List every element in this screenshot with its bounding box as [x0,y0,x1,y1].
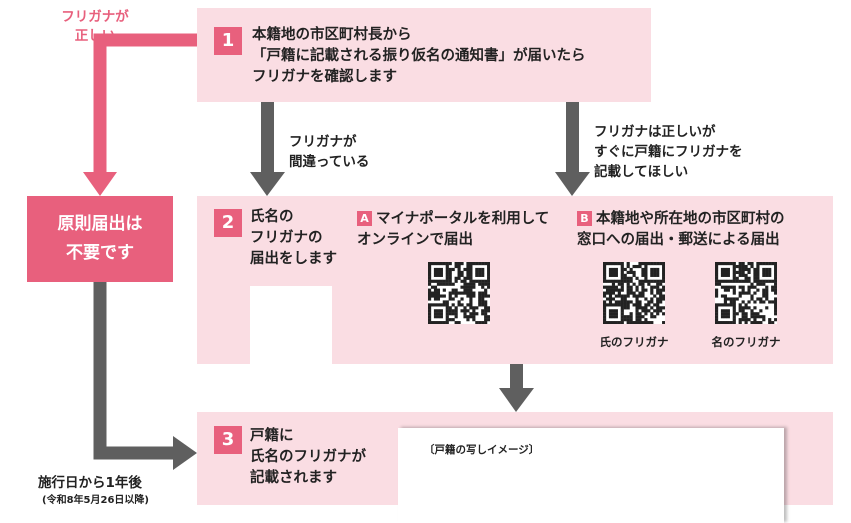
card-caption: 〔戸籍の写しイメージ〕 [424,444,540,456]
correct-note: フリガナが 正しい [61,9,129,44]
arrow-wrong-shaft [261,102,274,174]
arrow-step2-3-shaft [510,364,523,388]
deadline-sub: (令和8年5月26日以降) [42,495,149,506]
step3-text: 戸籍に 氏名のフリガナが 記載されます [250,428,366,486]
deadline-arrow-head [173,436,197,470]
pink-connector [93,33,197,172]
no-notification-box: 原則届出は 不要です [27,196,173,282]
step2-number: 2 [214,209,242,237]
deadline-main: 施行日から1年後 [38,475,142,491]
step1-text: 本籍地の市区町村長から 「戸籍に記載される振り仮名の通知書」が届いたら フリガナ… [252,27,586,85]
qr-surname-caption: 氏のフリガナ [599,335,669,349]
qr-code-icon [715,262,778,325]
step1-number: 1 [214,27,242,55]
step2-blank-card [250,286,332,364]
step2-text: 氏名の フリガナの 届出をします [250,209,337,267]
arrow-correct-head [555,172,590,196]
branch-wrong-label: フリガナが 間違っている [289,134,370,170]
option-b-text: 本籍地や所在地の市区町村の 窓口への届出・郵送による届出 [577,211,785,248]
branch-correct-label: フリガナは正しいが すぐに戸籍にフリガナを 記載してほしい [594,124,743,180]
family-register-copy-card: 〔戸籍の写しイメージ〕 [398,428,784,523]
arrow-step2-3-head [499,388,534,412]
step1-box: 1 本籍地の市区町村長から 「戸籍に記載される振り仮名の通知書」が届いたら フリ… [197,8,651,102]
qr-givenname-caption: 名のフリガナ [711,335,781,349]
option-b-tag: B [577,211,592,226]
qr-code-icon [603,262,666,325]
qr-code-online[interactable] [428,262,491,325]
deadline-connector [93,282,175,460]
pink-arrow-head [83,172,117,196]
arrow-correct-shaft [566,102,579,174]
qr-code-givenname[interactable] [715,262,778,325]
step3-number: 3 [214,426,242,454]
qr-code-icon [428,262,491,325]
option-a-text: マイナポータルを利用して オンラインで届出 [357,211,550,248]
option-a-tag: A [357,211,372,226]
arrow-wrong-head [250,172,285,196]
qr-code-surname[interactable] [603,262,666,325]
